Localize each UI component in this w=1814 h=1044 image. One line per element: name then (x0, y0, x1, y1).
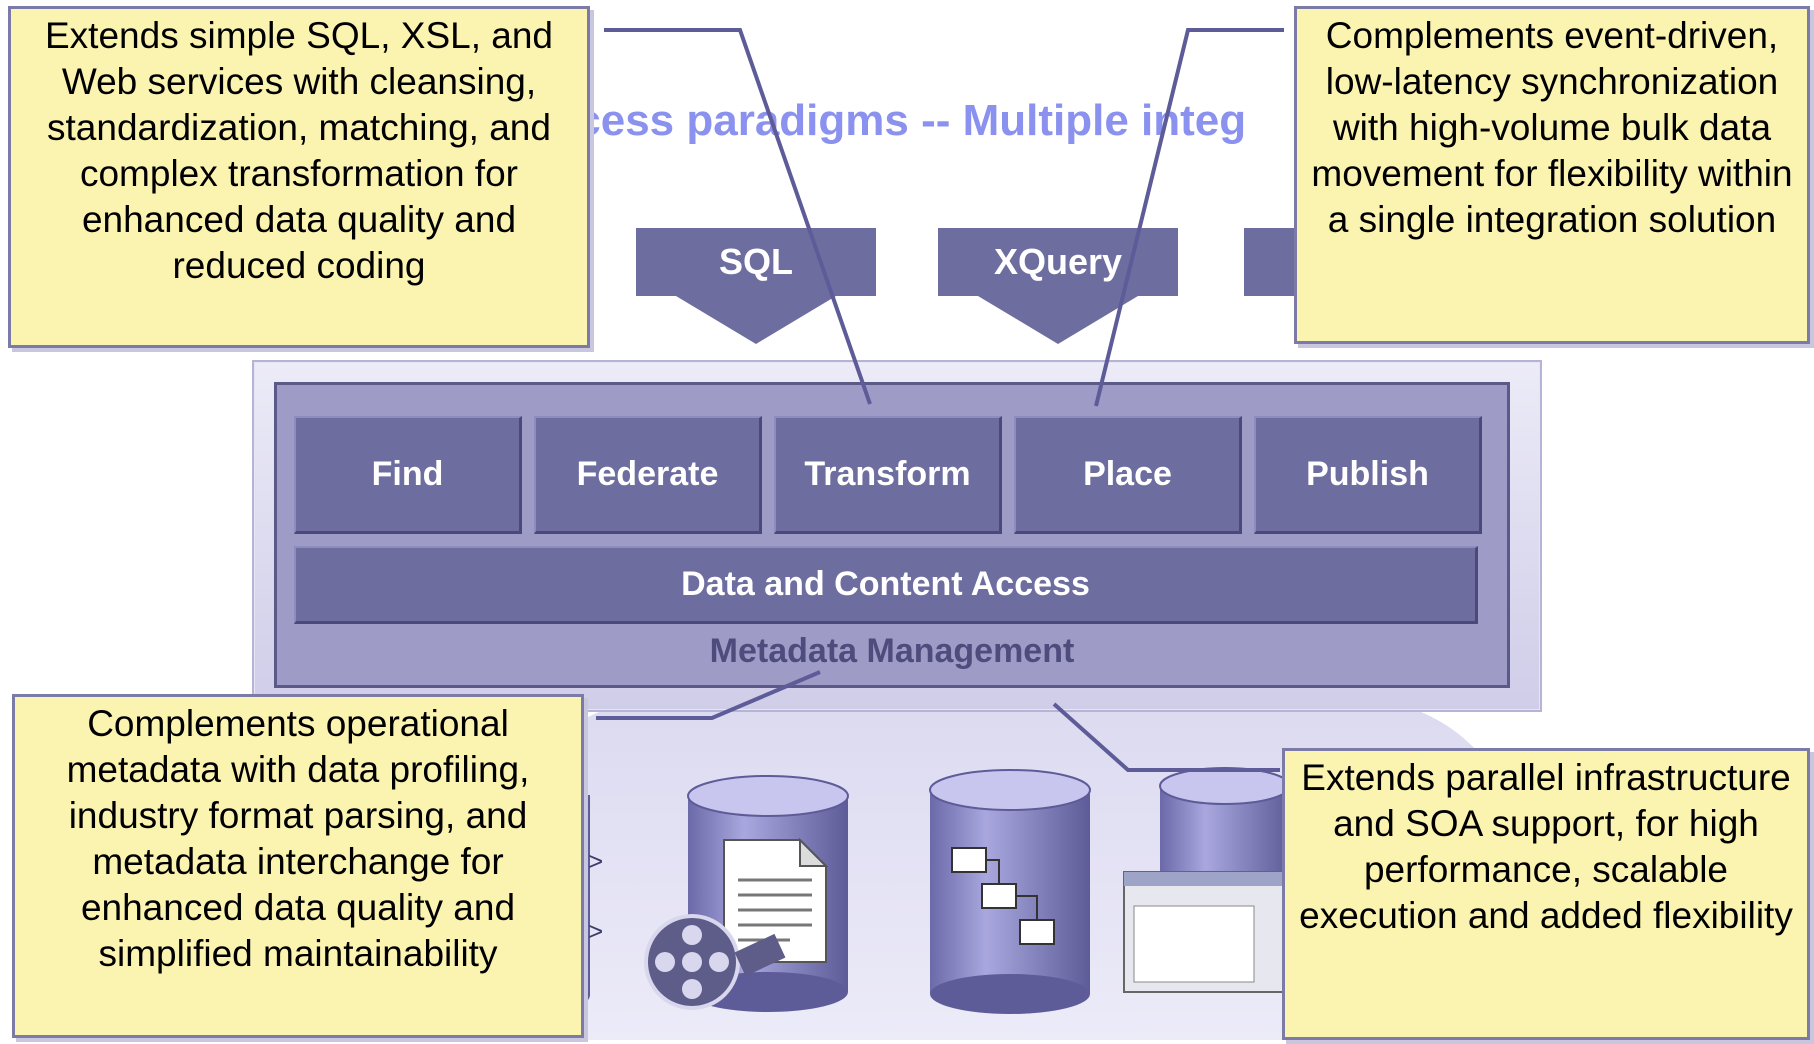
leader-line-top-left (604, 28, 872, 405)
svg-text:>: > (588, 846, 603, 876)
headline: Access paradigms -- Multiple integ (520, 96, 1247, 145)
leader-line-bottom-right (1052, 702, 1280, 772)
application-window-icon (1123, 871, 1285, 993)
metadata-management-label: Metadata Management (709, 632, 1075, 670)
svg-text:>: > (588, 916, 603, 946)
callout-bottom-right: Extends parallel infrastructure and SOA … (1282, 748, 1810, 1040)
document-icon (723, 837, 829, 963)
leader-line-bottom-left (596, 670, 821, 720)
sql-arrow-label: SQL (636, 228, 876, 296)
flowchart-icon (951, 847, 1055, 945)
leader-line-top-right (1094, 28, 1284, 407)
callout-top-left: Extends simple SQL, XSL, and Web service… (8, 6, 590, 348)
capability-federate: Federate (534, 416, 762, 534)
capability-find: Find (294, 416, 522, 534)
capability-transform: Transform (774, 416, 1002, 534)
film-reel-icon (644, 914, 786, 1010)
xquery-arrow-label: XQuery (938, 228, 1178, 296)
capability-place: Place (1014, 416, 1242, 534)
capability-publish: Publish (1254, 416, 1482, 534)
sql-arrow: SQL (636, 228, 876, 344)
data-content-access-bar: Data and Content Access (294, 546, 1478, 624)
database-cylinder-icon (929, 769, 1091, 1014)
xquery-arrow: XQuery (938, 228, 1178, 344)
callout-top-right: Complements event-driven, low-latency sy… (1294, 6, 1810, 344)
callout-bottom-left: Complements operational metadata with da… (12, 694, 584, 1038)
